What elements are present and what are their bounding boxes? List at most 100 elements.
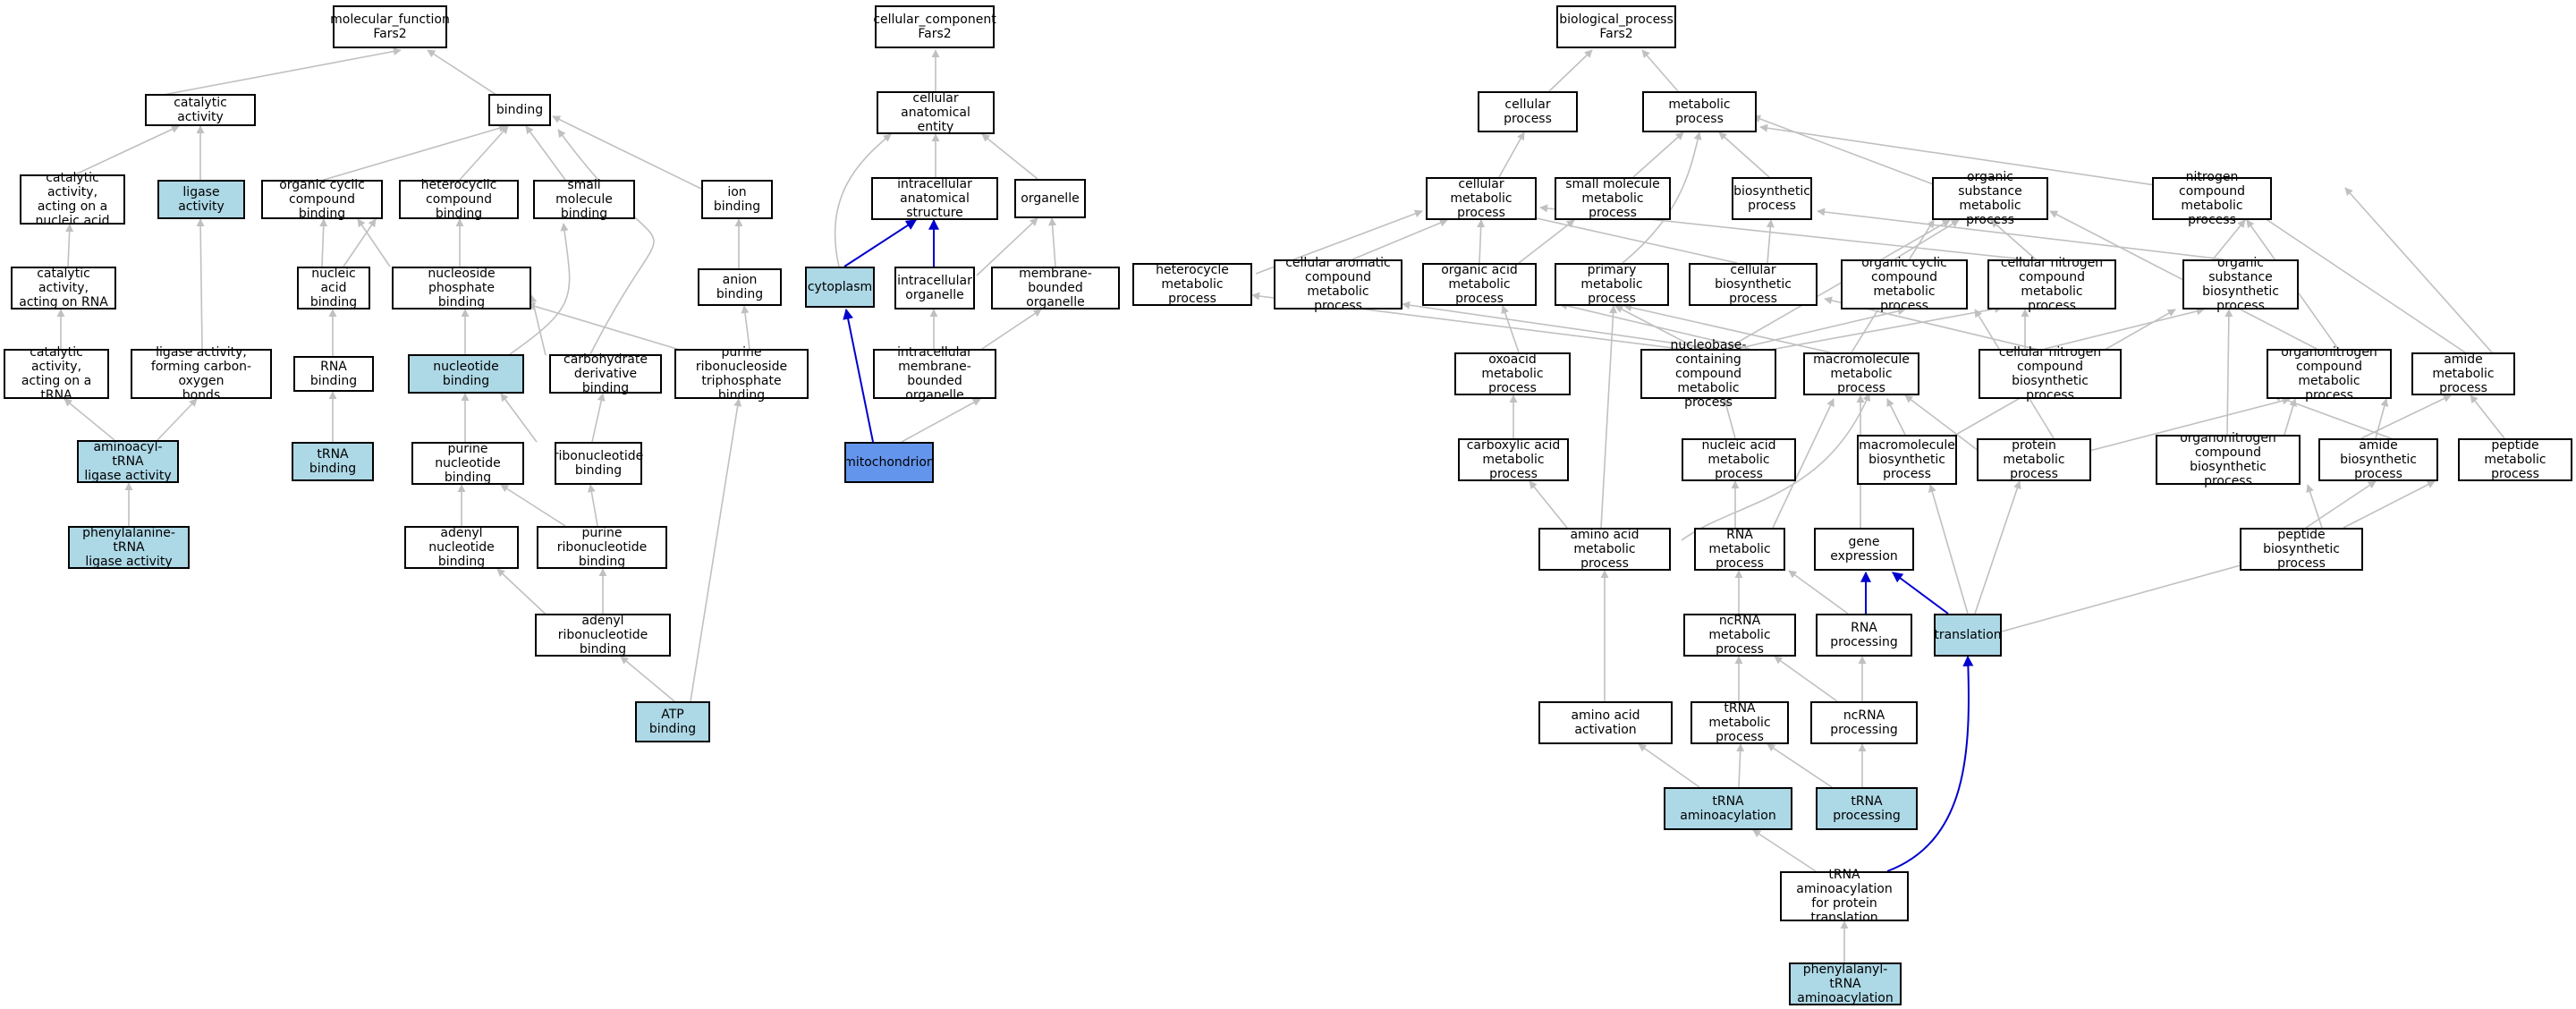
edge-31 bbox=[587, 484, 598, 527]
node-ligase-activity[interactable]: ligase activity bbox=[157, 180, 245, 219]
node-nitrogen-compound-metabolic-process[interactable]: nitrogen compound metabolic process bbox=[2152, 170, 2272, 227]
node-cellular-component[interactable]: cellular_component Fars2 bbox=[873, 5, 996, 48]
node-ribonucleotide-binding[interactable]: ribonucleotide binding bbox=[554, 442, 643, 485]
edge-46 bbox=[981, 309, 1042, 350]
node-cellular-aromatic-compound-metabolic-process[interactable]: cellular aromatic compound metabolic pro… bbox=[1274, 256, 1402, 313]
node-amide-biosynthetic-process[interactable]: amide biosynthetic process bbox=[2318, 438, 2438, 481]
node-amide-metabolic-process[interactable]: amide metabolic process bbox=[2411, 352, 2515, 395]
node-adenyl-ribonucleotide-binding[interactable]: adenyl ribonucleotide binding bbox=[535, 614, 671, 657]
node-catalytic-activity-rna[interactable]: catalytic activity, acting on RNA bbox=[11, 267, 116, 309]
edge-23 bbox=[64, 398, 115, 441]
node-phenylalanine-trna-ligase-activity[interactable]: phenylalanine-tRNA ligase activity bbox=[68, 526, 190, 569]
node-ncrna-processing[interactable]: ncRNA processing bbox=[1810, 701, 1918, 744]
node-protein-metabolic-process[interactable]: protein metabolic process bbox=[1977, 438, 2091, 481]
node-aminoacyl-trna-ligase-activity[interactable]: aminoacyl-tRNA ligase activity bbox=[77, 440, 179, 483]
edge-21 bbox=[527, 302, 681, 351]
node-molecular-function[interactable]: molecular_function Fars2 bbox=[330, 5, 450, 48]
node-binding[interactable]: binding bbox=[488, 94, 551, 126]
node-biological-process[interactable]: biological_process Fars2 bbox=[1556, 5, 1676, 48]
node-ligase-activity-carbon-oxygen[interactable]: ligase activity, forming carbon-oxygen b… bbox=[131, 345, 272, 403]
node-trna-aminoacylation[interactable]: tRNA aminoacylation bbox=[1664, 787, 1792, 830]
node-cytoplasm[interactable]: cytoplasm bbox=[805, 267, 875, 308]
edge-121 bbox=[1767, 743, 1833, 788]
node-heterocyclic-compound-binding[interactable]: heterocyclic compound binding bbox=[399, 178, 519, 221]
node-intracellular-anatomical-structure[interactable]: intracellular anatomical structure bbox=[871, 177, 998, 220]
node-organic-substance-metabolic-process[interactable]: organic substance metabolic process bbox=[1932, 170, 2048, 227]
node-organic-cyclic-compound-metabolic-process[interactable]: organic cyclic compound metabolic proces… bbox=[1841, 256, 1968, 313]
node-metabolic-process[interactable]: metabolic process bbox=[1642, 91, 1757, 132]
node-heterocycle-metabolic-process[interactable]: heterocycle metabolic process bbox=[1132, 263, 1252, 306]
node-organic-cyclic-compound-binding[interactable]: organic cyclic compound binding bbox=[261, 178, 383, 221]
node-gene-expression[interactable]: gene expression bbox=[1814, 528, 1914, 571]
node-organelle[interactable]: organelle bbox=[1014, 179, 1086, 218]
node-nucleic-acid-binding[interactable]: nucleic acid binding bbox=[297, 267, 370, 309]
edge-72 bbox=[1614, 305, 1702, 352]
node-nucleotide-binding[interactable]: nucleotide binding bbox=[408, 354, 524, 394]
edge-94 bbox=[2375, 398, 2389, 439]
node-organic-substance-biosynthetic-process[interactable]: organic substance biosynthetic process bbox=[2182, 256, 2299, 313]
edge-75 bbox=[1725, 219, 1951, 350]
node-macromolecule-metabolic-process[interactable]: macromolecule metabolic process bbox=[1803, 352, 1919, 395]
node-carboxylic-acid-metabolic-process[interactable]: carboxylic acid metabolic process bbox=[1458, 438, 1569, 481]
node-mitochondrion[interactable]: mitochondrion bbox=[843, 442, 935, 483]
node-catalytic-activity-nucleic-acid[interactable]: catalytic activity, acting on a nucleic … bbox=[20, 171, 125, 228]
node-atp-binding[interactable]: ATP binding bbox=[635, 701, 710, 742]
node-cellular-process[interactable]: cellular process bbox=[1478, 91, 1578, 132]
node-nucleobase-containing-compound-metabolic-process[interactable]: nucleobase-containing compound metabolic… bbox=[1640, 338, 1776, 410]
edge-108 bbox=[1788, 570, 1849, 615]
node-trna-binding[interactable]: tRNA binding bbox=[292, 442, 374, 481]
edge-blue-41 bbox=[843, 219, 918, 267]
node-ncrna-metabolic-process[interactable]: ncRNA metabolic process bbox=[1683, 614, 1796, 657]
node-small-molecule-metabolic-process[interactable]: small molecule metabolic process bbox=[1555, 177, 1671, 220]
node-primary-metabolic-process[interactable]: primary metabolic process bbox=[1555, 263, 1669, 306]
node-intracellular-membrane-bounded-organelle[interactable]: intracellular membrane-bounded organelle bbox=[873, 345, 996, 403]
node-cellular-metabolic-process[interactable]: cellular metabolic process bbox=[1426, 177, 1537, 220]
node-intracellular-organelle[interactable]: intracellular organelle bbox=[894, 267, 975, 309]
node-purine-ribonucleoside-triphosphate-binding[interactable]: purine ribonucleoside triphosphate bindi… bbox=[674, 345, 809, 403]
node-nucleoside-phosphate-binding[interactable]: nucleoside phosphate binding bbox=[392, 267, 531, 309]
node-purine-nucleotide-binding[interactable]: purine nucleotide binding bbox=[411, 442, 524, 485]
node-trna-processing[interactable]: tRNA processing bbox=[1816, 787, 1918, 830]
node-amino-acid-activation[interactable]: amino acid activation bbox=[1538, 701, 1673, 744]
node-membrane-bounded-organelle[interactable]: membrane-bounded organelle bbox=[991, 267, 1120, 309]
node-peptide-biosynthetic-process[interactable]: peptide biosynthetic process bbox=[2240, 528, 2363, 571]
edge-blue-110 bbox=[1892, 572, 1949, 615]
node-phenylalanyl-trna-aminoacylation[interactable]: phenylalanyl-tRNA aminoacylation bbox=[1789, 962, 1902, 1005]
node-cellular-anatomical-entity[interactable]: cellular anatomical entity bbox=[877, 91, 995, 134]
edge-87 bbox=[1886, 398, 1906, 436]
edge-15 bbox=[196, 218, 205, 350]
node-purine-ribonucleotide-binding[interactable]: purine ribonucleotide binding bbox=[537, 526, 667, 569]
node-trna-metabolic-process[interactable]: tRNA metabolic process bbox=[1690, 701, 1789, 744]
node-carbohydrate-derivative-binding[interactable]: carbohydrate derivative binding bbox=[549, 352, 662, 395]
node-rna-processing[interactable]: RNA processing bbox=[1816, 614, 1912, 657]
node-oxoacid-metabolic-process[interactable]: oxoacid metabolic process bbox=[1454, 352, 1571, 395]
node-translation[interactable]: translation bbox=[1934, 614, 2002, 657]
edge-106 bbox=[2343, 480, 2436, 529]
node-nucleic-acid-metabolic-process[interactable]: nucleic acid metabolic process bbox=[1682, 438, 1796, 481]
node-cellular-nitrogen-compound-biosynthetic-process[interactable]: cellular nitrogen compound biosynthetic … bbox=[1979, 345, 2122, 403]
node-cellular-nitrogen-compound-metabolic-process[interactable]: cellular nitrogen compound metabolic pro… bbox=[1987, 256, 2116, 313]
node-organic-acid-metabolic-process[interactable]: organic acid metabolic process bbox=[1422, 263, 1537, 306]
node-organonitrogen-compound-metabolic-process[interactable]: organonitrogen compound metabolic proces… bbox=[2267, 345, 2392, 403]
node-ion-binding[interactable]: ion binding bbox=[701, 180, 773, 219]
edge-66 bbox=[2212, 219, 2246, 260]
edge-27 bbox=[591, 393, 606, 443]
node-catalytic-activity-trna[interactable]: catalytic activity, acting on a tRNA bbox=[4, 345, 109, 403]
node-macromolecule-biosynthetic-process[interactable]: macromolecule biosynthetic process bbox=[1857, 435, 1957, 485]
node-amino-acid-metabolic-process[interactable]: amino acid metabolic process bbox=[1538, 528, 1671, 571]
node-peptide-metabolic-process[interactable]: peptide metabolic process bbox=[2458, 438, 2572, 481]
edge-122 bbox=[1752, 829, 1817, 872]
node-anion-binding[interactable]: anion binding bbox=[698, 268, 782, 306]
node-catalytic-activity[interactable]: catalytic activity bbox=[145, 94, 256, 126]
node-organonitrogen-compound-biosynthetic-process[interactable]: organonitrogen compound biosynthetic pro… bbox=[2156, 431, 2301, 488]
node-trna-aminoacylation-for-protein-translation[interactable]: tRNA aminoacylation for protein translat… bbox=[1780, 868, 1909, 925]
node-biosynthetic-process[interactable]: biosynthetic process bbox=[1732, 177, 1812, 220]
edge-93 bbox=[2089, 396, 2291, 452]
node-small-molecule-binding[interactable]: small molecule binding bbox=[533, 178, 635, 221]
edge-52 bbox=[1632, 131, 1684, 178]
node-rna-metabolic-process[interactable]: RNA metabolic process bbox=[1694, 528, 1785, 571]
node-adenyl-nucleotide-binding[interactable]: adenyl nucleotide binding bbox=[404, 526, 519, 569]
node-cellular-biosynthetic-process[interactable]: cellular biosynthetic process bbox=[1689, 263, 1818, 306]
edge-36 bbox=[690, 398, 742, 702]
node-rna-binding[interactable]: RNA binding bbox=[293, 356, 374, 392]
